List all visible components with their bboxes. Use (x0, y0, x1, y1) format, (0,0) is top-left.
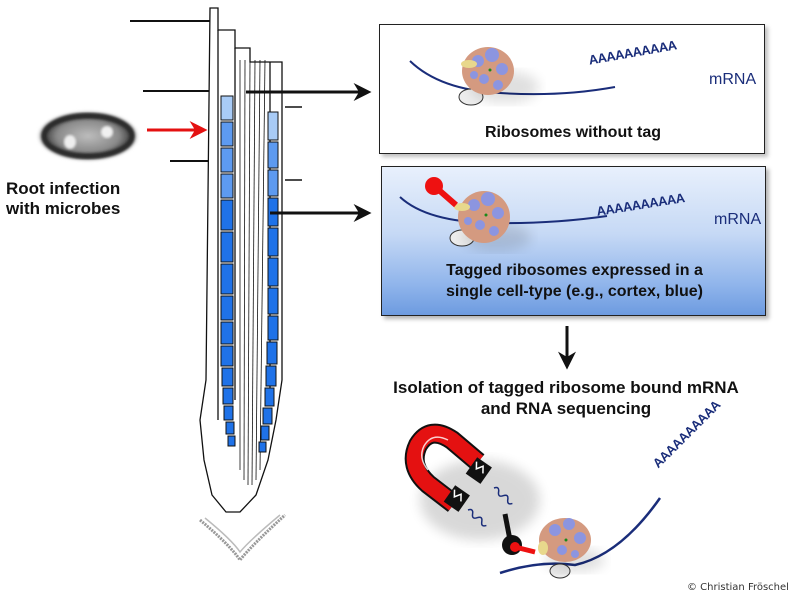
mrna-label: mRNA (709, 71, 757, 88)
untagged-ribosome-box: AAAAAAAAAA mRNA Ribosomes without tag (379, 24, 765, 154)
mrna-label: mRNA (714, 211, 762, 228)
tagged-caption-line1: Tagged ribosomes expressed in a (446, 262, 703, 279)
infection-label-line1: Root infection (6, 179, 121, 198)
untagged-caption: Ribosomes without tag (485, 124, 661, 141)
cortex-cells-left (220, 95, 236, 447)
affinity-tag-icon (425, 177, 458, 208)
isolation-caption-line2: and RNA sequencing (480, 399, 652, 418)
tagged-ribosome-graphic (399, 177, 608, 251)
infection-label-line2: with microbes (6, 199, 121, 218)
copyright-credit: © Christian Fröschel (687, 582, 789, 593)
ribosome-icon (461, 47, 539, 103)
root-cap (199, 513, 287, 563)
tagged-caption-line2: single cell-type (e.g., cortex, blue) (446, 283, 703, 300)
isolation-caption-line1: Isolation of tagged ribosome bound mRNA (393, 378, 739, 397)
microbe-icon (36, 110, 140, 162)
tagged-ribosome-box: AAAAAAAAAA mRNA Tagged ribosomes express… (381, 166, 766, 316)
untagged-ribosome-graphic (409, 47, 616, 106)
ribosome-icon (454, 191, 531, 251)
cortex-cells-right (258, 111, 279, 453)
